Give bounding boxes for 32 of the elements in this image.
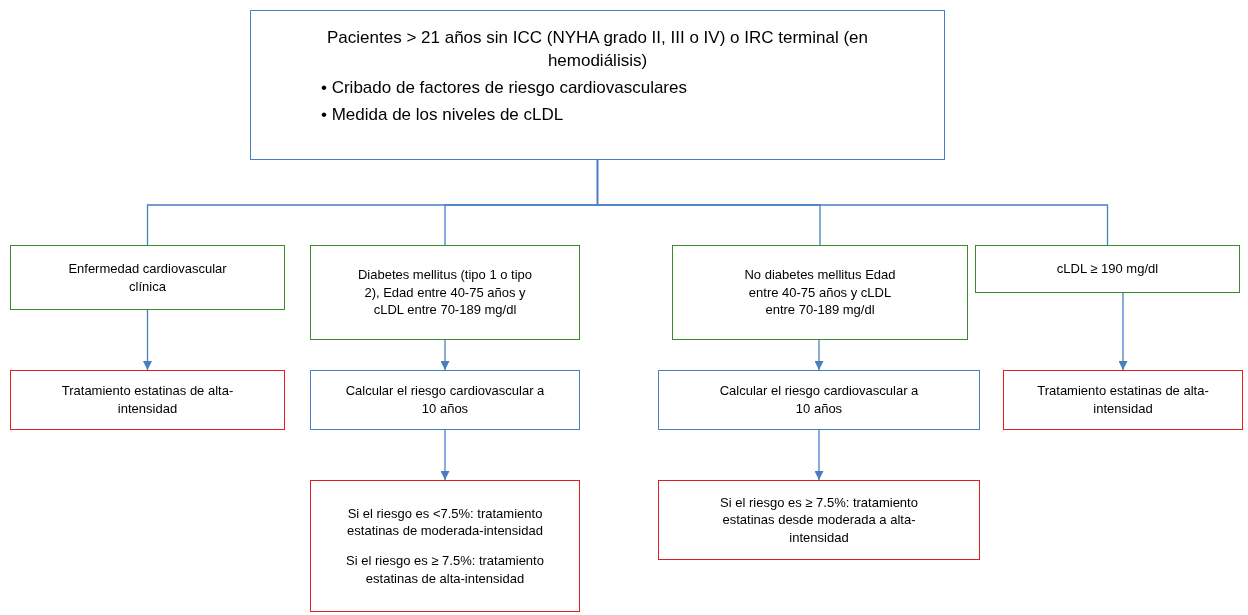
criteria-box <box>672 245 968 340</box>
criteria-box <box>10 245 285 310</box>
process-box <box>310 370 580 430</box>
box-text: Si el riesgo es <7.5%: tratamiento estatinas de moderada-intensidad <box>346 504 544 540</box>
arrow <box>814 339 824 371</box>
arrow <box>440 429 450 481</box>
box-text: cLDL ≥ 190 mg/dl <box>1056 260 1159 278</box>
process-box <box>250 10 945 160</box>
box-text: Tratamiento estatinas de alta-intensidad <box>1036 382 1210 418</box>
arrow <box>440 339 450 371</box>
treatment-box <box>658 480 980 560</box>
arrow <box>143 309 152 371</box>
process-box <box>658 370 980 430</box>
box-text: Diabetes mellitus (tipo 1 o tipo 2), Edad entre 40-75 años y cLDL entre 70-189 mg/dl <box>356 266 534 319</box>
box-text: Calcular el riesgo cardiovascular a 10 años <box>344 382 546 418</box>
arrow <box>1118 292 1128 371</box>
criteria-box <box>310 245 580 340</box>
box-text: Tratamiento estatinas de alta-intensidad <box>60 382 235 418</box>
box-text: Calcular el riesgo cardiovascular a 10 años <box>719 382 919 418</box>
box-text: No diabetes mellitus Edad entre 40-75 años y cLDL entre 70-189 mg/dl <box>743 266 897 319</box>
box-text: Si el riesgo es ≥ 7.5%: tratamiento estatinas desde moderada a alta-intensidad <box>719 493 919 547</box>
treatment-box <box>310 480 580 612</box>
box-text: Enfermedad cardiovascular clínica <box>67 259 228 296</box>
box-heading: Pacientes > 21 años sin ICC (NYHA grado II, III o IV) o IRC terminal (en hemodiálisis) <box>326 27 869 72</box>
treatment-box <box>1003 370 1243 430</box>
connector-line <box>596 159 1109 246</box>
box-text: Si el riesgo es ≥ 7.5%: tratamiento estatinas de alta-intensidad <box>345 552 545 588</box>
bullet-item: • Cribado de factores de riesgo cardiovasculares <box>321 76 687 99</box>
treatment-box <box>10 370 285 430</box>
arrow <box>814 429 824 481</box>
bullet-item: • Medida de los niveles de cLDL <box>321 103 564 126</box>
criteria-box <box>975 245 1240 293</box>
